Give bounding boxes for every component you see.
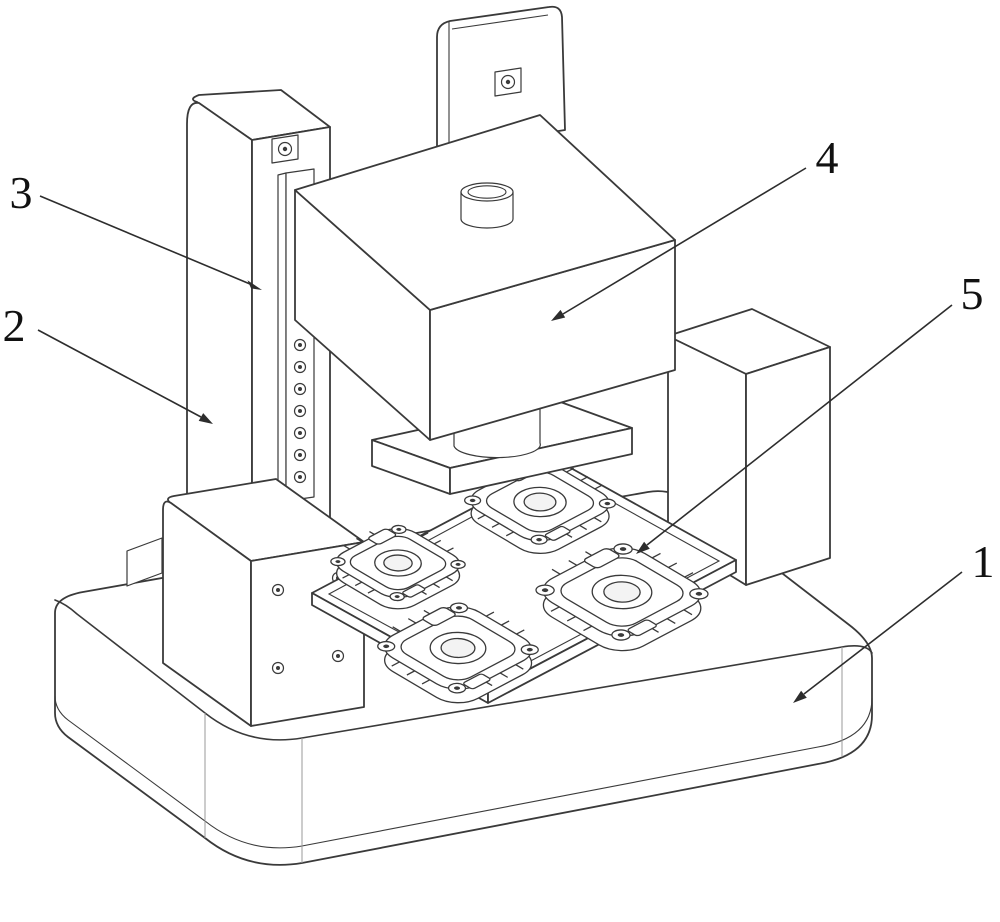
column-screw-tab [271,134,299,164]
arrowhead-3 [247,280,262,290]
press-body [294,114,676,441]
arrowhead-5 [636,541,650,554]
press-neck-cylinder [453,407,541,459]
back-plate-screw-tab [494,67,522,97]
back-plate [436,5,566,151]
leader-line-2 [37,329,202,418]
rail-side-face [277,172,287,504]
arrowhead-1 [793,690,807,703]
base-top-front-edge [54,599,873,741]
press-head [294,114,676,495]
callout-label-4: 4 [816,132,839,183]
left-block-side-tab [126,537,163,587]
right-block-front-face [745,346,831,586]
leader-line-5 [646,304,953,546]
left-block-left-face [162,500,252,727]
column-left-face [186,101,253,576]
column-top-face [192,89,331,141]
callout-label-5: 5 [961,268,984,319]
callout-label-2: 2 [3,300,26,351]
spindle-cylinder [460,182,514,229]
back-plate-edge-lines [448,14,549,145]
callout-label-3: 3 [10,167,33,218]
leader-line-1 [803,571,963,695]
leader-line-3 [39,195,251,285]
arrowhead-4 [551,309,566,321]
leader-line-4 [562,167,807,315]
arrowhead-2 [198,413,213,424]
base-seam-line [54,695,873,849]
right-clamp-block [667,308,831,586]
callouts: 3 2 4 5 1 [3,132,995,703]
callout-label-1: 1 [972,536,995,587]
rail-holes [293,338,307,484]
platen-front-edge [449,427,633,495]
